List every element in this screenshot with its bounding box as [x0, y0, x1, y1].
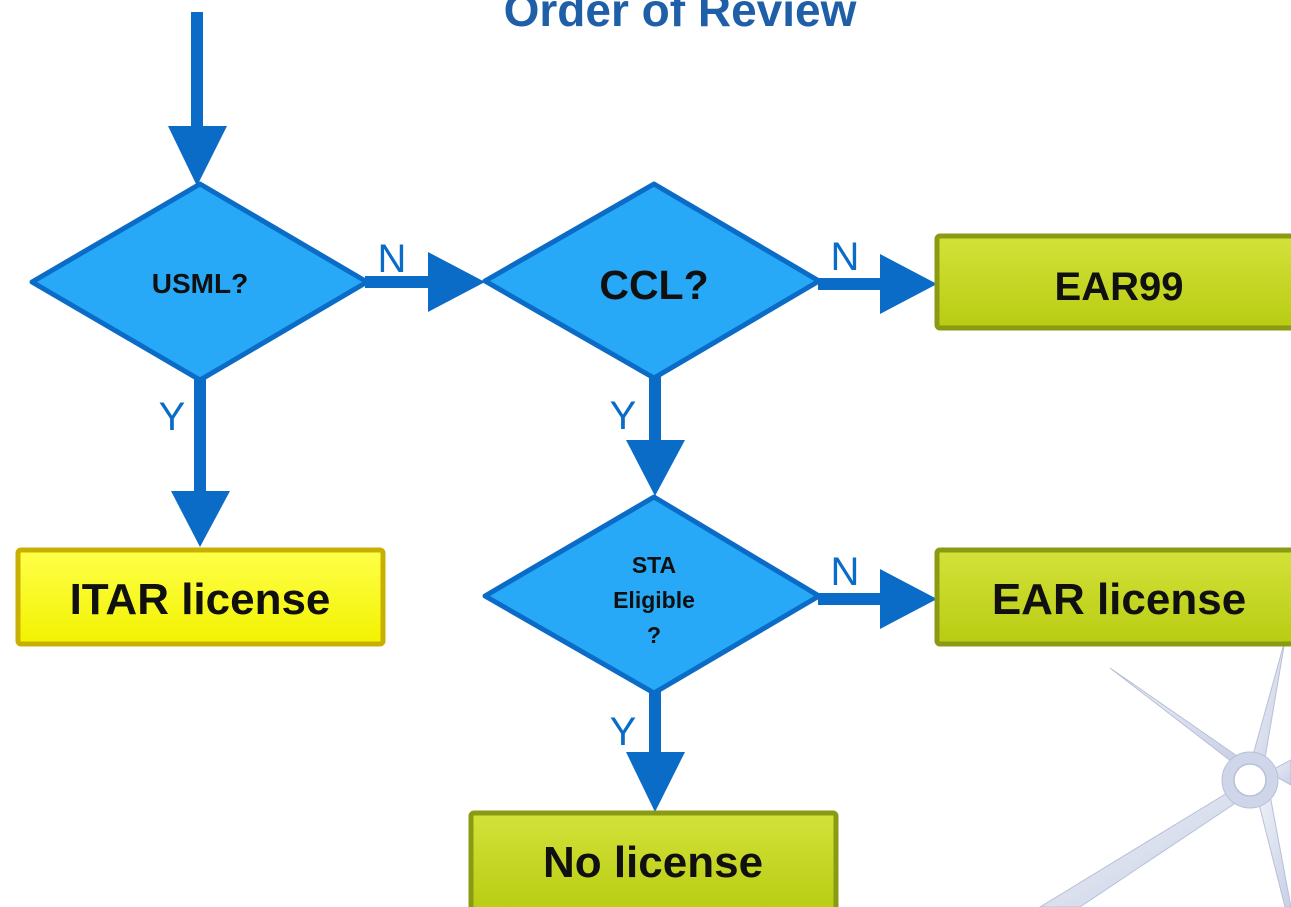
outcome-itar-license: ITAR license	[15, 547, 386, 647]
decision-usml: USML?	[29, 181, 370, 383]
page-title: Order of Review	[504, 0, 857, 36]
outcome-itar-label: ITAR license	[70, 575, 331, 624]
edge-label-sta-no: N	[831, 550, 860, 594]
edge-label-ccl-no: N	[831, 235, 860, 279]
sta-to-no-license-arrow	[626, 690, 685, 812]
outcome-no-license-label: No license	[543, 838, 763, 887]
decision-sta-label-line2: Eligible	[613, 587, 695, 613]
edge-label-ccl-yes: Y	[610, 394, 637, 438]
edge-labels: N Y N Y N Y	[159, 235, 860, 754]
outcome-ear-license: EAR license	[934, 547, 1291, 647]
decision-sta-label-line3: ?	[647, 622, 661, 648]
flow-arrows	[168, 12, 937, 812]
entry-arrow	[168, 12, 227, 186]
sta-to-ear-license-arrow	[818, 569, 937, 629]
decision-ccl-label: CCL?	[599, 262, 708, 308]
usml-to-ccl-arrow	[365, 252, 485, 312]
edge-label-usml-yes: Y	[159, 395, 186, 439]
ccl-to-ear99-arrow	[818, 254, 937, 314]
decision-sta-eligible: STA Eligible ?	[482, 494, 822, 696]
edge-label-usml-no: N	[378, 237, 407, 281]
outcome-no-license: No license	[468, 810, 839, 907]
decision-ccl: CCL?	[482, 181, 822, 381]
decision-usml-label: USML?	[152, 268, 248, 299]
decision-sta-label-line1: STA	[632, 552, 676, 578]
outcome-ear99: EAR99	[934, 233, 1291, 331]
outcome-ear99-label: EAR99	[1055, 265, 1184, 309]
compass-star-watermark	[1039, 639, 1291, 907]
edge-label-sta-yes: Y	[610, 710, 637, 754]
outcome-ear-license-label: EAR license	[992, 575, 1246, 624]
usml-to-itar-arrow	[171, 378, 230, 547]
ccl-to-sta-arrow	[626, 376, 685, 496]
